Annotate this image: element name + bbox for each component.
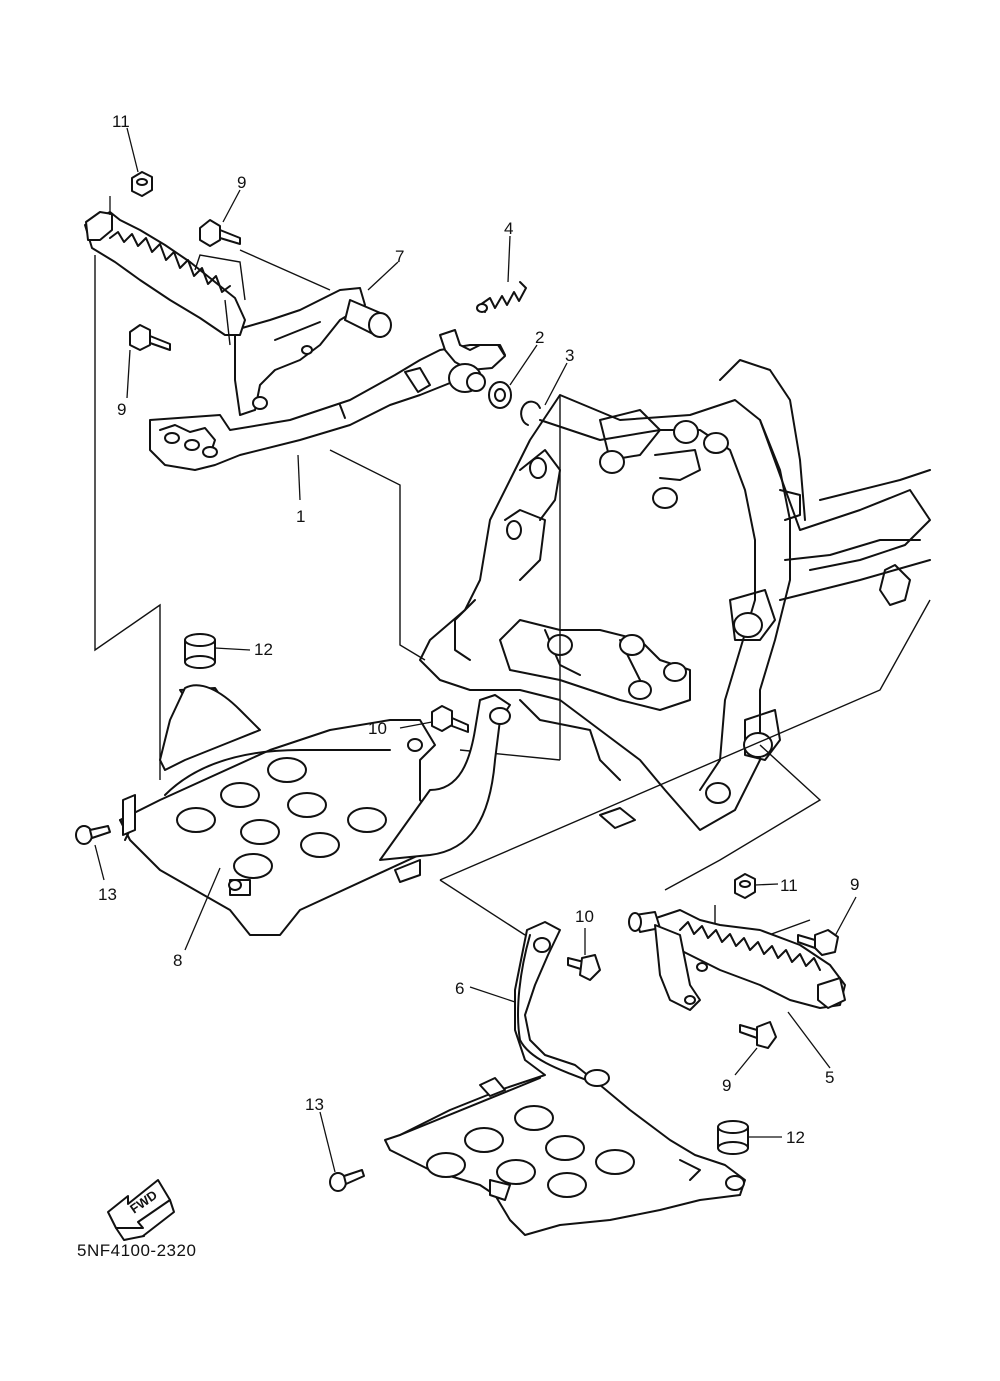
- left-foot-plate: [119, 684, 511, 936]
- bolt-9-lower-left: [129, 324, 171, 351]
- callout-labels: 11 9 4 7 2 3 9 1 12 10 13 8 11 9 10 6 9 …: [98, 112, 859, 1147]
- screw-13-left: [75, 825, 111, 845]
- callout-10: 10: [368, 719, 387, 738]
- spring: [476, 281, 527, 313]
- rubber-12-right: [717, 1120, 749, 1155]
- screw-13-right: [329, 1169, 365, 1192]
- callout-13: 13: [98, 885, 117, 904]
- part-code: 5NF4100-2320: [77, 1241, 197, 1260]
- callout-1: 1: [296, 507, 305, 526]
- leader-lines: [94, 127, 857, 1173]
- callout-7: 7: [395, 247, 404, 266]
- callout-5: 5: [825, 1068, 834, 1087]
- bolt-9-right-lower: [739, 1021, 777, 1049]
- callout-9: 9: [850, 875, 859, 894]
- right-footpeg: [628, 909, 846, 1011]
- callout-4: 4: [504, 219, 513, 238]
- callout-12: 12: [254, 640, 273, 659]
- washer: [488, 381, 512, 409]
- callout-13: 13: [305, 1095, 324, 1114]
- left-footpeg: [84, 211, 246, 346]
- rubber-12-left: [184, 633, 216, 669]
- callout-11: 11: [112, 112, 130, 131]
- callout-11: 11: [780, 876, 798, 895]
- fwd-arrow-icon: FWD: [107, 1179, 175, 1241]
- bolt-9-upper-left: [199, 219, 241, 247]
- callout-6: 6: [455, 979, 464, 998]
- callout-8: 8: [173, 951, 182, 970]
- hardware: [75, 171, 839, 1192]
- callout-9: 9: [117, 400, 126, 419]
- callout-10: 10: [575, 907, 594, 926]
- circlip: [520, 400, 541, 426]
- brake-pedal: [149, 329, 506, 471]
- right-foot-plate: [384, 921, 746, 1236]
- callout-9: 9: [722, 1076, 731, 1095]
- nut-11-left: [131, 171, 153, 197]
- left-footrest-bracket: [234, 287, 392, 416]
- callout-9: 9: [237, 173, 246, 192]
- bolt-10-upper: [431, 705, 469, 733]
- callout-2: 2: [535, 328, 544, 347]
- bolt-9-right-upper: [797, 929, 839, 956]
- callout-12: 12: [786, 1128, 805, 1147]
- frame-assembly: [419, 359, 931, 831]
- nut-11-right: [734, 873, 756, 899]
- bolt-10-lower: [567, 954, 601, 981]
- callout-3: 3: [565, 346, 574, 365]
